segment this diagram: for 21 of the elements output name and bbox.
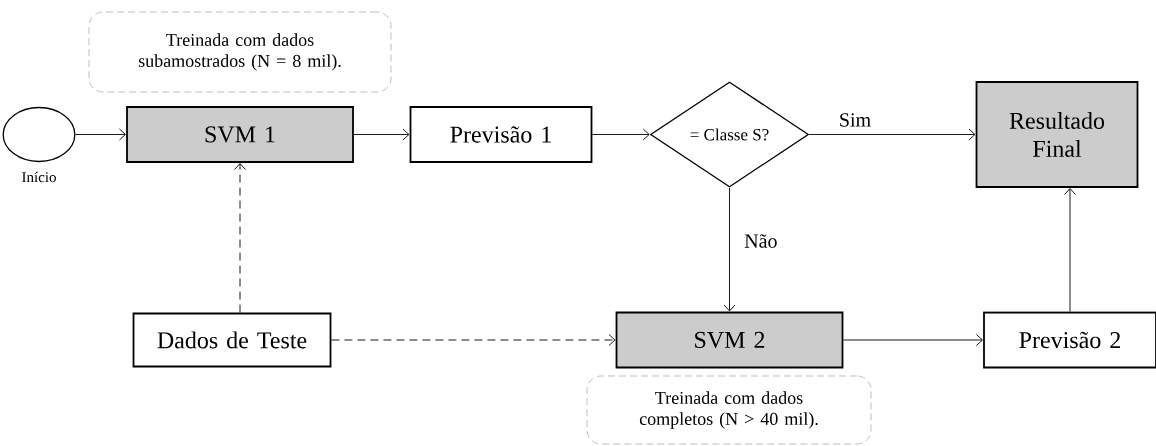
arrow xyxy=(1064,188,1076,313)
note-box: Treinada com dados subamostrados (N = 8 mil). xyxy=(88,11,392,93)
arrow xyxy=(723,187,736,312)
arrow xyxy=(75,128,126,141)
input-box: Dados de Teste xyxy=(132,312,332,368)
arrow xyxy=(808,128,976,141)
edge-label: Não xyxy=(742,232,780,250)
process-box: Previsão 1 xyxy=(409,106,593,163)
process-box: SVM 2 xyxy=(615,311,844,369)
result-box: Resultado Final xyxy=(975,81,1139,188)
edge-label: Sim xyxy=(836,111,874,129)
arrow xyxy=(234,163,246,314)
process-box: SVM 1 xyxy=(126,106,354,163)
arrow xyxy=(591,128,650,141)
arrow xyxy=(842,334,983,346)
node-caption: Início xyxy=(22,171,56,183)
start-circle xyxy=(2,106,76,163)
note-box: Treinada com dados completos (N > 40 mil). xyxy=(586,375,872,445)
arrow xyxy=(330,334,616,346)
arrow xyxy=(353,128,410,141)
process-box: Previsão 2 xyxy=(983,311,1156,369)
